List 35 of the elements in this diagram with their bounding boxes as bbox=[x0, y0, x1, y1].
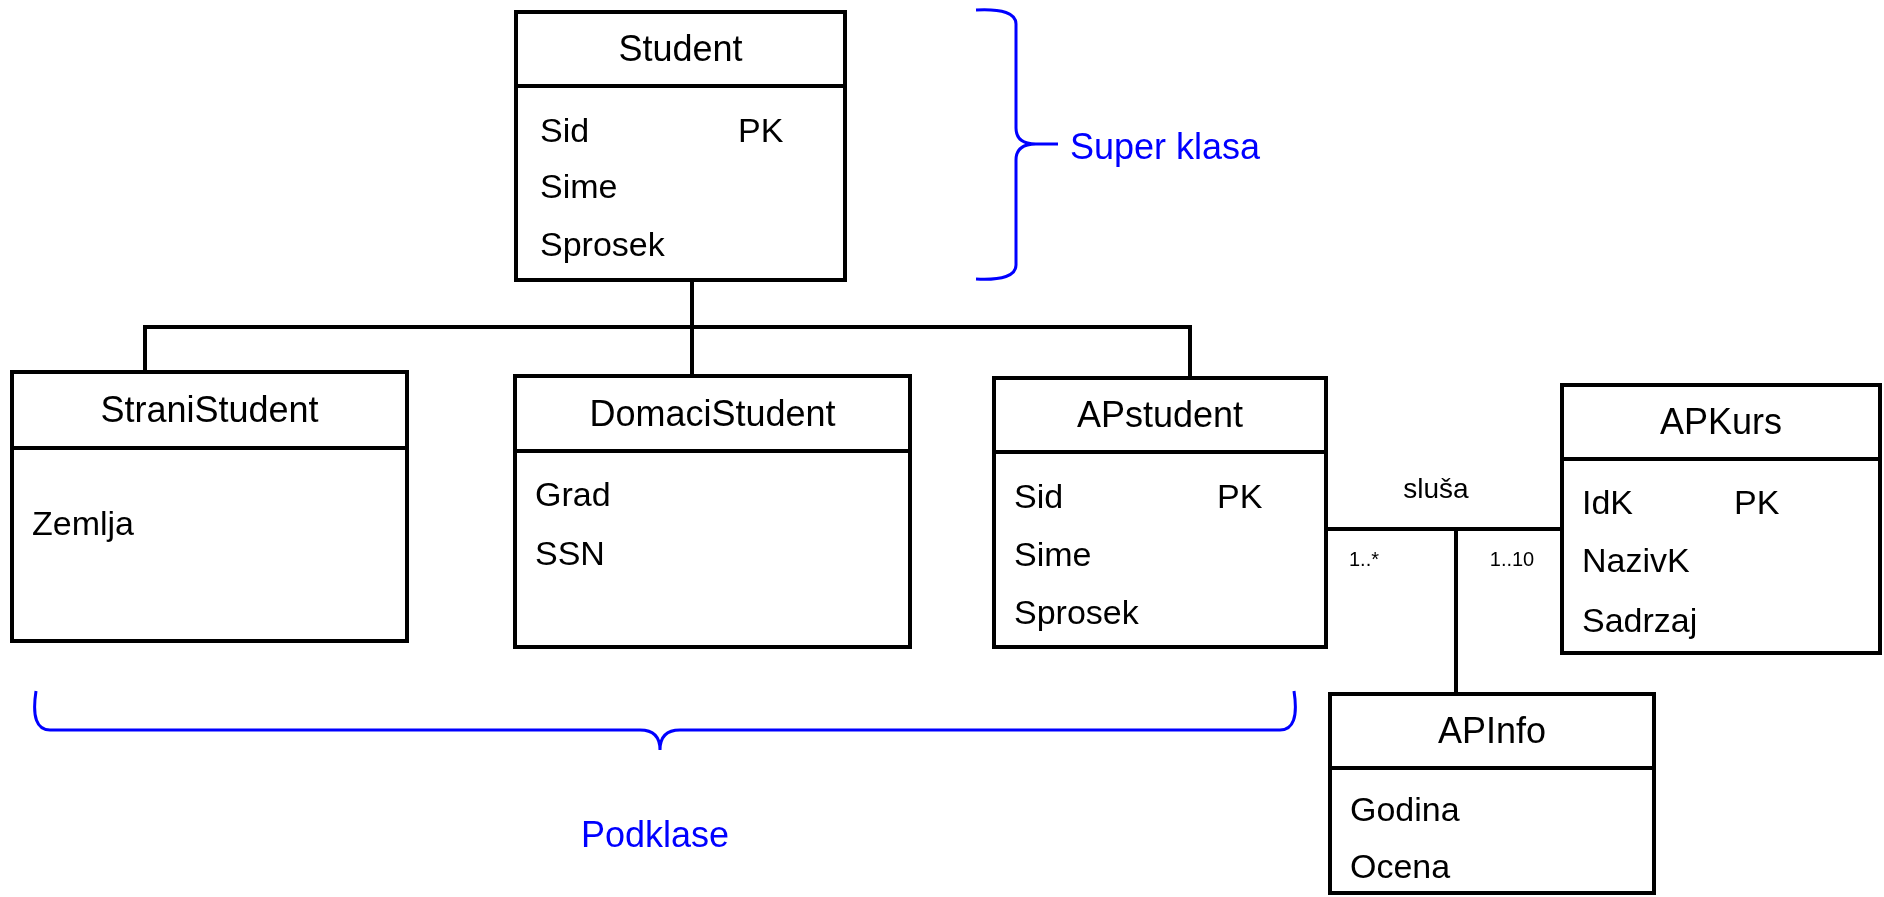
class-box bbox=[992, 376, 1328, 649]
class-name: APstudent bbox=[996, 380, 1324, 454]
class-name: APInfo bbox=[1332, 696, 1652, 770]
attribute-text: Sime bbox=[1014, 534, 1092, 574]
attribute-text: Ocena bbox=[1350, 846, 1451, 886]
class-box bbox=[513, 374, 912, 649]
attribute-text: Sid bbox=[1014, 476, 1064, 516]
class-box bbox=[514, 10, 847, 282]
association-line bbox=[1454, 529, 1458, 692]
brace-label: Super klasa bbox=[1069, 126, 1261, 168]
attribute-text: Sprosek bbox=[540, 224, 665, 264]
attribute-text: PK bbox=[1217, 476, 1263, 516]
attribute-text: Sadrzaj bbox=[1582, 600, 1698, 640]
class-box bbox=[1328, 692, 1656, 895]
multiplicity-label: 1..* bbox=[1349, 547, 1379, 571]
class-name: DomaciStudent bbox=[517, 378, 908, 453]
attribute-text: Sime bbox=[540, 166, 618, 206]
brace-label: Podklase bbox=[580, 814, 730, 856]
class-name: APKurs bbox=[1564, 387, 1878, 461]
attribute-text: SSN bbox=[535, 533, 605, 573]
attribute-text: NazivK bbox=[1582, 540, 1690, 580]
attribute-text: Grad bbox=[535, 474, 611, 514]
attribute-text: PK bbox=[738, 110, 784, 150]
association-line bbox=[1328, 527, 1560, 531]
attribute-text: Sid bbox=[540, 110, 590, 150]
multiplicity-label: 1..10 bbox=[1489, 547, 1535, 571]
attribute-text: IdK bbox=[1582, 482, 1634, 522]
attribute-text: Zemlja bbox=[32, 503, 135, 543]
attribute-text: Sprosek bbox=[1014, 592, 1139, 632]
class-name: StraniStudent bbox=[14, 374, 405, 450]
attribute-text: Godina bbox=[1350, 789, 1460, 829]
class-box bbox=[1560, 383, 1882, 655]
class-box bbox=[10, 370, 409, 643]
class-name: Student bbox=[518, 14, 843, 88]
attribute-text: PK bbox=[1734, 482, 1780, 522]
